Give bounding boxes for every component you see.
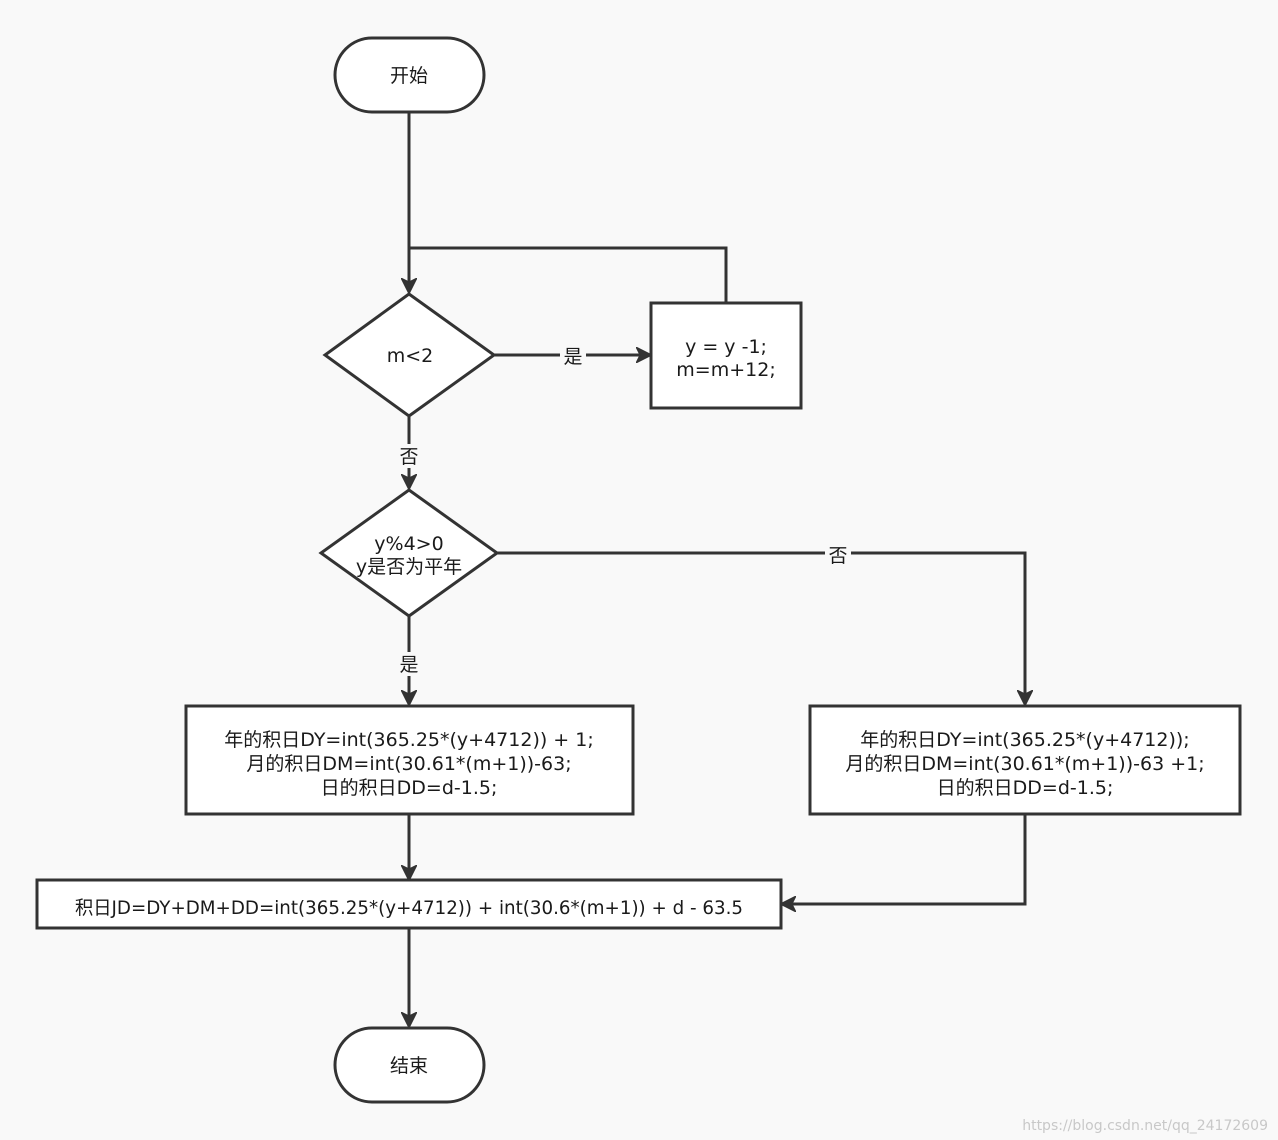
edge-leap-to-formula: [782, 815, 1027, 904]
leap-check-line-2: y是否为平年: [356, 556, 462, 578]
adjust-year-month-box: y = y -1; m=m+12;: [649, 301, 803, 410]
month-check-decision: m<2: [322, 292, 497, 418]
adjust-line-1: y = y -1;: [685, 336, 767, 358]
edge-label-month-no: 否: [396, 444, 422, 468]
leap-year-line-1: 年的积日DY=int(365.25*(y+4712));: [860, 729, 1189, 751]
edge-label-leap-no: 否: [825, 543, 851, 567]
watermark-text: https://blog.csdn.net/qq_24172609: [1022, 1118, 1268, 1134]
adjust-line-2: m=m+12;: [676, 359, 775, 381]
jd-formula-label: 积日JD=DY+DM+DD=int(365.25*(y+4712)) + int…: [75, 897, 743, 919]
edge-label-month-yes-text: 是: [563, 346, 582, 368]
end-node: 结束: [333, 1026, 486, 1104]
start-node: 开始: [333, 36, 486, 114]
edge-leap-check-no: [497, 551, 1025, 704]
leap-check-line-1: y%4>0: [374, 533, 443, 555]
edge-label-leap-yes-text: 是: [399, 654, 418, 676]
edge-label-leap-yes: 是: [396, 652, 422, 676]
jd-formula-box: 积日JD=DY+DM+DD=int(365.25*(y+4712)) + int…: [35, 878, 783, 930]
leap-year-line-3: 日的积日DD=d-1.5;: [937, 777, 1114, 799]
leap-year-process-box: 年的积日DY=int(365.25*(y+4712)); 月的积日DM=int(…: [808, 704, 1242, 816]
common-year-line-1: 年的积日DY=int(365.25*(y+4712)) + 1;: [224, 729, 594, 751]
start-label: 开始: [390, 65, 428, 87]
month-check-label: m<2: [387, 345, 434, 367]
edge-label-leap-no-text: 否: [828, 545, 847, 567]
edge-label-month-yes: 是: [560, 344, 586, 368]
leap-year-decision: y%4>0 y是否为平年: [318, 488, 500, 618]
common-year-line-2: 月的积日DM=int(30.61*(m+1))-63;: [246, 753, 571, 775]
common-year-process-box: 年的积日DY=int(365.25*(y+4712)) + 1; 月的积日DM=…: [184, 704, 635, 816]
end-label: 结束: [390, 1055, 428, 1077]
edge-adjust-loopback: [409, 246, 728, 302]
edge-label-month-no-text: 否: [399, 446, 418, 468]
leap-year-line-2: 月的积日DM=int(30.61*(m+1))-63 +1;: [845, 753, 1204, 775]
common-year-line-3: 日的积日DD=d-1.5;: [321, 777, 498, 799]
